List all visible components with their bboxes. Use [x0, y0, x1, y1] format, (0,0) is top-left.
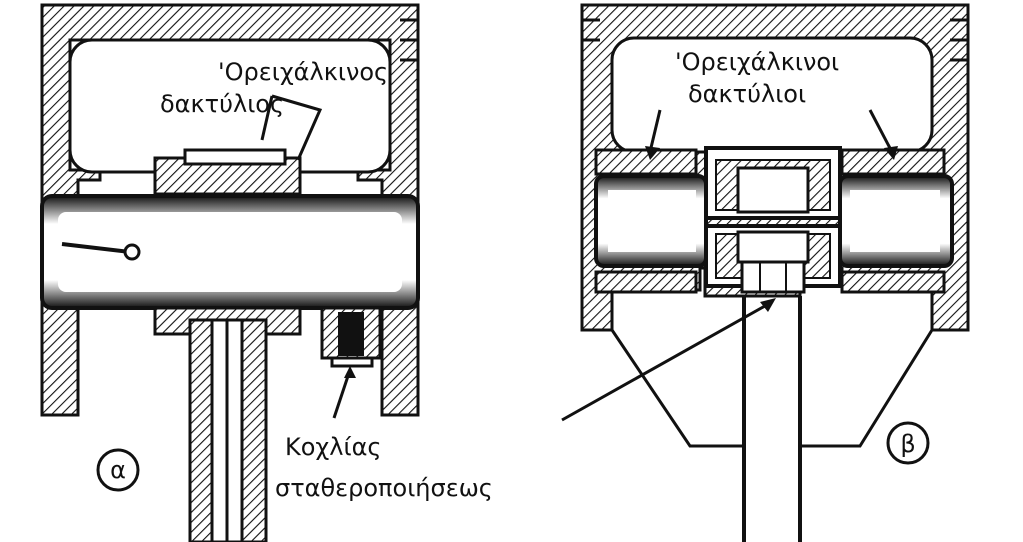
- figure-b-rod-small-end: [704, 146, 842, 294]
- figure-b-pinch-bolt-nut: [740, 260, 806, 294]
- figure-a-ring-grooves: [400, 18, 418, 62]
- figure-b-bronze-ring-left: [594, 148, 698, 176]
- figure-b-bolt-pointer: [561, 300, 773, 422]
- figure-a-marker-circle: [96, 448, 140, 492]
- figure-b-piston-skirt: [610, 329, 934, 448]
- figure-a-lock-ball: [123, 243, 141, 261]
- figure-b-marker: β: [900, 430, 915, 458]
- figure-a-screw-label-line1: Κοχλίας: [285, 433, 382, 461]
- figure-a-ring-label-line2: δακτύλιος: [160, 90, 284, 118]
- figure-a-marker: α: [110, 456, 126, 484]
- figure-a-connecting-rod: [188, 318, 268, 542]
- figure-b-marker-circle: [886, 421, 930, 465]
- figure-b-connecting-rod: [742, 296, 802, 542]
- figure-b-rings-label-line1: 'Ορειχάλκινοι: [675, 48, 839, 76]
- figure-b-ring-grooves: [582, 18, 968, 62]
- figure-a-screw-label-line2: σταθεροποιήσεως: [275, 474, 493, 502]
- figure-a-floating-pin: 'Ορειχάλκινος δακτύλιος Κοχλίας σταθεροπ…: [40, 3, 493, 542]
- figure-b-fixed-pin: 'Ορειχάλκινοι δακτύλιοι β: [561, 3, 970, 542]
- figure-b-rings-label-line2: δακτύλιοι: [688, 80, 806, 108]
- figure-a-ring-label-line1: 'Ορειχάλκινος: [218, 58, 388, 86]
